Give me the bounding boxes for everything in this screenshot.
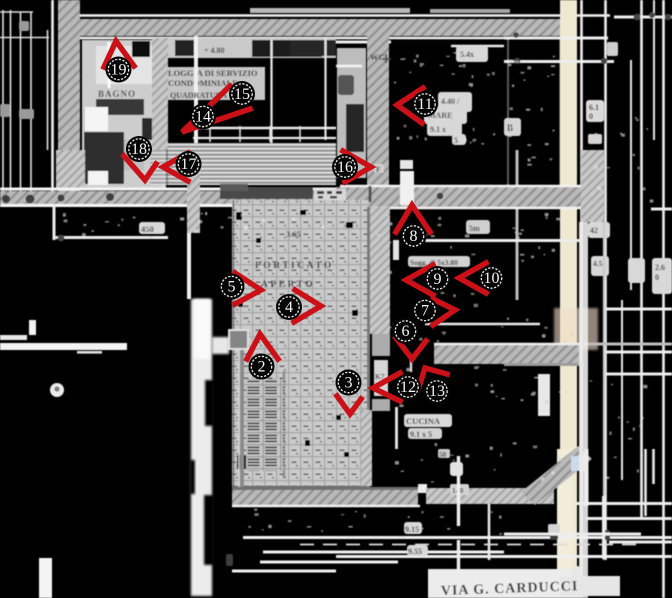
svg-text:5: 5 bbox=[454, 136, 458, 145]
svg-text:MARE: MARE bbox=[428, 111, 452, 120]
svg-text:2: 2 bbox=[258, 359, 266, 376]
svg-text:19: 19 bbox=[111, 62, 127, 79]
svg-text:9.1 x 5: 9.1 x 5 bbox=[410, 430, 432, 439]
svg-text:9.15: 9.15 bbox=[405, 525, 419, 534]
svg-text:50: 50 bbox=[439, 451, 447, 459]
svg-text:PORTICATO: PORTICATO bbox=[255, 261, 334, 271]
svg-text:9.55: 9.55 bbox=[408, 547, 422, 556]
svg-text:K7: K7 bbox=[375, 372, 385, 381]
svg-text:0: 0 bbox=[589, 112, 593, 121]
svg-text:8: 8 bbox=[410, 228, 418, 245]
svg-text:14: 14 bbox=[195, 109, 211, 126]
svg-text:9.1 x: 9.1 x bbox=[430, 125, 446, 134]
svg-text:APERTO: APERTO bbox=[261, 280, 315, 290]
svg-text:10: 10 bbox=[484, 270, 500, 287]
svg-text:42: 42 bbox=[590, 226, 598, 235]
svg-text:WC: WC bbox=[370, 52, 385, 62]
svg-text:QUADRATURA: QUADRATURA bbox=[170, 91, 227, 100]
svg-text:16: 16 bbox=[337, 159, 353, 176]
svg-text:4.5: 4.5 bbox=[593, 259, 603, 268]
svg-text:VIA G. CARDUCCI: VIA G. CARDUCCI bbox=[441, 579, 579, 598]
svg-text:6.1: 6.1 bbox=[589, 103, 599, 112]
svg-text:9: 9 bbox=[434, 271, 442, 288]
svg-text:7: 7 bbox=[421, 303, 429, 320]
svg-text:0: 0 bbox=[655, 273, 659, 282]
svg-text:CUCINA: CUCINA bbox=[406, 416, 441, 426]
svg-text:18: 18 bbox=[131, 141, 147, 158]
svg-text:2.6: 2.6 bbox=[655, 263, 665, 272]
svg-text:15: 15 bbox=[234, 86, 250, 103]
svg-text:3.65: 3.65 bbox=[286, 229, 301, 239]
svg-text:3: 3 bbox=[345, 375, 353, 392]
svg-text:13: 13 bbox=[429, 383, 445, 400]
svg-text:4: 4 bbox=[285, 299, 293, 316]
svg-text:5.4x: 5.4x bbox=[460, 50, 474, 59]
svg-text:BAGNO: BAGNO bbox=[98, 89, 136, 99]
svg-text:+ 4.80: + 4.80 bbox=[204, 46, 225, 55]
svg-text:17: 17 bbox=[181, 156, 197, 173]
svg-text:5m: 5m bbox=[469, 224, 480, 233]
svg-text:LOGGIA DI SERVIZIO: LOGGIA DI SERVIZIO bbox=[168, 68, 258, 78]
svg-text:CONDOMINIALE: CONDOMINIALE bbox=[168, 78, 238, 88]
svg-text:F: F bbox=[376, 165, 381, 174]
svg-text:6: 6 bbox=[402, 323, 410, 340]
svg-text:5: 5 bbox=[228, 279, 236, 296]
svg-text:4.40 /: 4.40 / bbox=[441, 97, 460, 106]
svg-text:11: 11 bbox=[417, 96, 432, 113]
svg-text:12: 12 bbox=[400, 379, 416, 396]
